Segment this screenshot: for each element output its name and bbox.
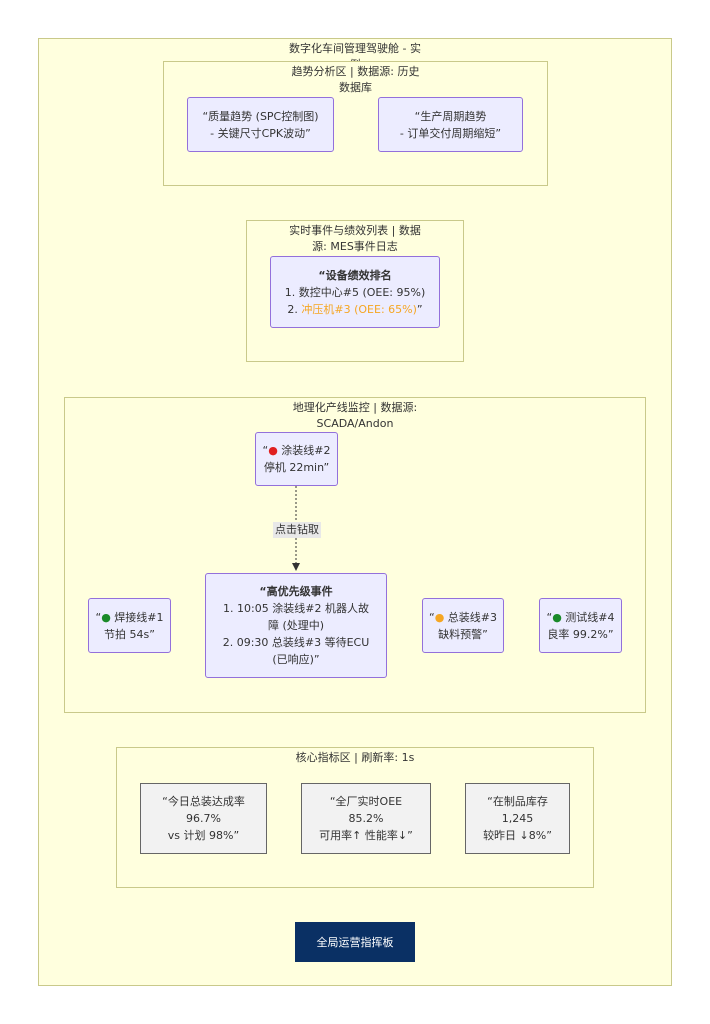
kpi-title: 核心指标区 | 刷新率: 1s — [295, 751, 415, 764]
events-title: 实时事件与绩效列表 | 数据 源: MES事件日志 — [289, 224, 421, 253]
warning-text: 冲压机#3 (OEE: 65%) — [301, 302, 417, 316]
wip-kpi[interactable]: “在制品库存 1,245 较昨日 ↓8%” — [465, 783, 570, 854]
priority-events-node[interactable]: “高优先级事件 1. 10:05 涂装线#2 机器人故 障 (处理中) 2. 0… — [205, 573, 387, 678]
drilldown-label: 点击钻取 — [273, 522, 321, 538]
global-dashboard-button[interactable]: 全局运营指挥板 — [295, 922, 415, 962]
test-line-node[interactable]: “● 测试线#4 良率 99.2%” — [539, 598, 622, 653]
alarm-dot-icon: ● — [268, 444, 278, 457]
paint-line-node[interactable]: “● 涂装线#2 停机 22min” — [255, 432, 338, 486]
oee-kpi[interactable]: “全厂实时OEE 85.2% 可用率↑ 性能率↓” — [301, 783, 431, 854]
geo-title: 地理化产线监控 | 数据源: SCADA/Andon — [292, 401, 418, 430]
warning-dot-icon: ● — [434, 610, 445, 624]
quality-trend-node[interactable]: “质量趋势 (SPC控制图) - 关键尺寸CPK波动” — [187, 97, 334, 152]
ranking-item-2: 2. 冲压机#3 (OEE: 65%)” — [287, 302, 423, 316]
ok-dot-icon: ● — [552, 610, 562, 624]
geo-cluster: 地理化产线监控 | 数据源: SCADA/Andon — [64, 397, 646, 713]
assembly-line-node[interactable]: “● 总装线#3 缺料预警” — [422, 598, 504, 653]
equipment-ranking-node[interactable]: “设备绩效排名 1. 数控中心#5 (OEE: 95%) 2. 冲压机#3 (O… — [270, 256, 440, 328]
weld-line-node[interactable]: “● 焊接线#1 节拍 54s” — [88, 598, 171, 653]
trend-title: 趋势分析区 | 数据源: 历史 数据库 — [291, 65, 420, 94]
cycle-trend-node[interactable]: “生产周期趋势 - 订单交付周期缩短” — [378, 97, 523, 152]
assembly-rate-kpi[interactable]: “今日总装达成率 96.7% vs 计划 98%” — [140, 783, 267, 854]
ok-dot-icon: ● — [101, 610, 111, 624]
